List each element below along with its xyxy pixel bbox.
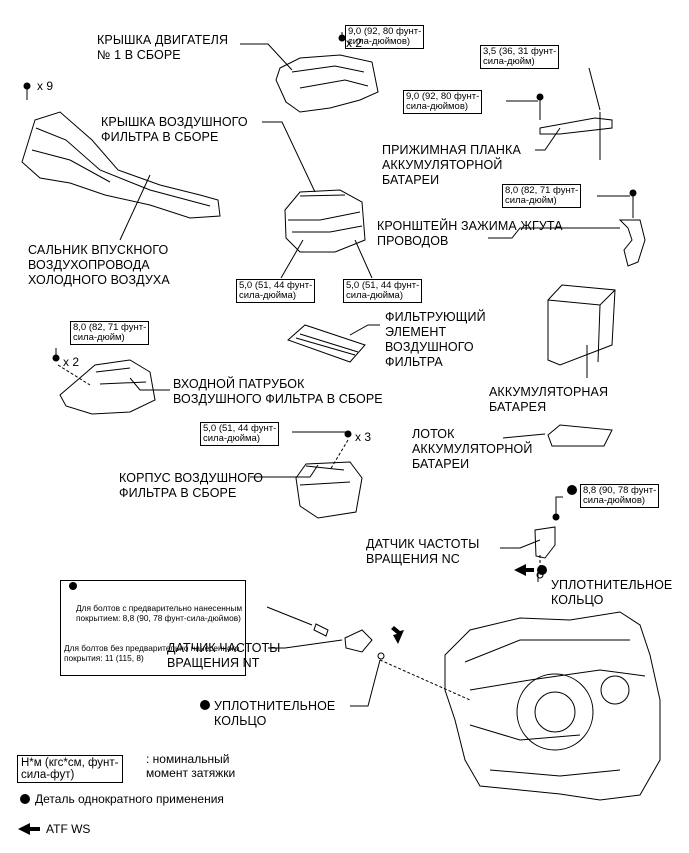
leader-nt-torque bbox=[266, 606, 313, 626]
engine-cover-drawing bbox=[275, 54, 379, 113]
label-speed-sensor-nt: ДАТЧИК ЧАСТОТЫ ВРАЩЕНИЯ NT bbox=[167, 641, 281, 670]
leader-cover-right bbox=[354, 239, 373, 279]
qty-intake: x 2 bbox=[63, 355, 80, 369]
torque-case: 5,0 (51, 44 фунт- сила-дюйма) bbox=[200, 422, 280, 446]
label-filter-case: КОРПУС ВОЗДУШНОГО ФИЛЬТРА В СБОРЕ bbox=[119, 471, 264, 500]
single-use-dot-icon bbox=[20, 794, 30, 804]
speed-sensor-nt-drawing bbox=[344, 629, 373, 653]
air-filter-cover-drawing bbox=[284, 189, 366, 253]
leader-case bbox=[250, 464, 319, 478]
label-intake-pipe: ВХОДНОЙ ПАТРУБОК ВОЗДУШНОГО ФИЛЬТРА В СБ… bbox=[173, 377, 383, 406]
legend-single-use: Деталь однократного применения bbox=[35, 792, 224, 806]
label-engine-cover: КРЫШКА ДВИГАТЕЛЯ № 1 В СБОРЕ bbox=[97, 33, 229, 62]
torque-clamp-upper: 3,5 (36, 31 фунт- сила-дюйм) bbox=[480, 45, 560, 69]
leader-seal bbox=[119, 174, 151, 241]
qty-case: x 3 bbox=[355, 430, 372, 444]
harness-bracket-drawing bbox=[618, 219, 646, 267]
leader-filter-element bbox=[349, 324, 380, 336]
single-use-dot-icon bbox=[567, 485, 577, 495]
label-speed-sensor-nc: ДАТЧИК ЧАСТОТЫ ВРАЩЕНИЯ NC bbox=[366, 537, 480, 566]
leader-nc-torque bbox=[555, 496, 563, 515]
atf-arrow-1-icon bbox=[514, 564, 534, 576]
filter-case-drawing bbox=[295, 461, 363, 519]
label-cold-air-seal: САЛЬНИК ВПУСКНОГО ВОЗДУХОПРОВОДА ХОЛОДНО… bbox=[28, 243, 170, 287]
label-filter-element: ФИЛЬТРУЮЩИЙ ЭЛЕМЕНТ ВОЗДУШНОГО ФИЛЬТРА bbox=[385, 310, 486, 369]
leader-engine-cover bbox=[240, 43, 293, 71]
torque-nt-box: Для болтов с предварительно нанесенным п… bbox=[60, 580, 247, 676]
leader-bracket bbox=[488, 227, 620, 239]
label-o-ring-2: УПЛОТНИТЕЛЬНОЕ КОЛЬЦО bbox=[214, 699, 336, 728]
label-air-filter-cover: КРЫШКА ВОЗДУШНОГО ФИЛЬТРА В СБОРЕ bbox=[101, 115, 248, 144]
leader-clamp-upper bbox=[588, 67, 601, 111]
leader-cover-left bbox=[280, 239, 304, 279]
torque-bracket: 8,0 (82, 71 фунт- сила-дюйм) bbox=[502, 184, 582, 208]
torque-nt-line1: Для болтов с предварительно нанесенным п… bbox=[76, 603, 243, 623]
leader-nt bbox=[268, 639, 343, 649]
battery-drawing bbox=[547, 284, 616, 366]
torque-nc: 8,8 (90, 78 фунт- сила-дюймов) bbox=[580, 484, 660, 508]
torque-intake: 8,0 (82, 71 фунт- сила-дюйм) bbox=[70, 321, 150, 345]
intake-pipe-drawing bbox=[59, 359, 156, 415]
leader-nc bbox=[500, 539, 541, 549]
legend-atf: ATF WS bbox=[46, 822, 91, 836]
transmission-drawing bbox=[444, 611, 661, 801]
label-o-ring-1: УПЛОТНИТЕЛЬНОЕ КОЛЬЦО bbox=[551, 578, 673, 607]
leader-intake bbox=[129, 377, 170, 391]
label-battery-clamp: ПРИЖИМНАЯ ПЛАНКА АККУМУЛЯТОРНОЙ БАТАРЕИ bbox=[382, 143, 521, 187]
cold-air-seal-drawing bbox=[21, 111, 221, 219]
atf-arrow-2-icon bbox=[391, 626, 404, 644]
speed-sensor-nc-drawing bbox=[534, 526, 556, 559]
leader-tray bbox=[502, 433, 546, 439]
label-battery-tray: ЛОТОК АККУМУЛЯТОРНОЙ БАТАРЕИ bbox=[412, 427, 533, 471]
filter-element-drawing bbox=[287, 324, 366, 363]
leader-air-filter-cover bbox=[262, 121, 316, 193]
leader-clamp-label bbox=[535, 127, 561, 151]
torque-cover-left: 5,0 (51, 44 фунт- сила-дюйма) bbox=[236, 279, 316, 303]
legend-unit-box: Н*м (кгс*см, фунт- сила-фут) bbox=[17, 755, 123, 783]
single-use-dot-icon bbox=[537, 565, 547, 575]
atf-legend-arrow-icon bbox=[18, 823, 40, 835]
battery-tray-drawing bbox=[547, 424, 613, 447]
torque-nt-line2: Для болтов без предварительно нанесенног… bbox=[64, 643, 240, 663]
single-use-dot-icon bbox=[69, 582, 77, 590]
torque-cover-right: 5,0 (51, 44 фунт- сила-дюйма) bbox=[343, 279, 423, 303]
label-harness-bracket: КРОНШТЕЙН ЗАЖИМА ЖГУТА ПРОВОДОВ bbox=[377, 219, 563, 248]
leader-oring2 bbox=[350, 659, 381, 707]
label-battery: АККУМУЛЯТОРНАЯ БАТАРЕЯ bbox=[489, 385, 609, 414]
legend-unit-text: : номинальный момент затяжки bbox=[146, 752, 236, 780]
torque-clamp-lower: 9,0 (92, 80 фунт- сила-дюймов) bbox=[403, 90, 483, 114]
single-use-dot-icon bbox=[200, 700, 210, 710]
qty-seal: x 9 bbox=[37, 79, 54, 93]
battery-clamp-drawing bbox=[539, 117, 613, 135]
qty-engine-cover: x 2 bbox=[346, 36, 363, 50]
torque-engine-cover: 9,0 (92, 80 фунт- сила-дюймов) bbox=[345, 25, 425, 49]
